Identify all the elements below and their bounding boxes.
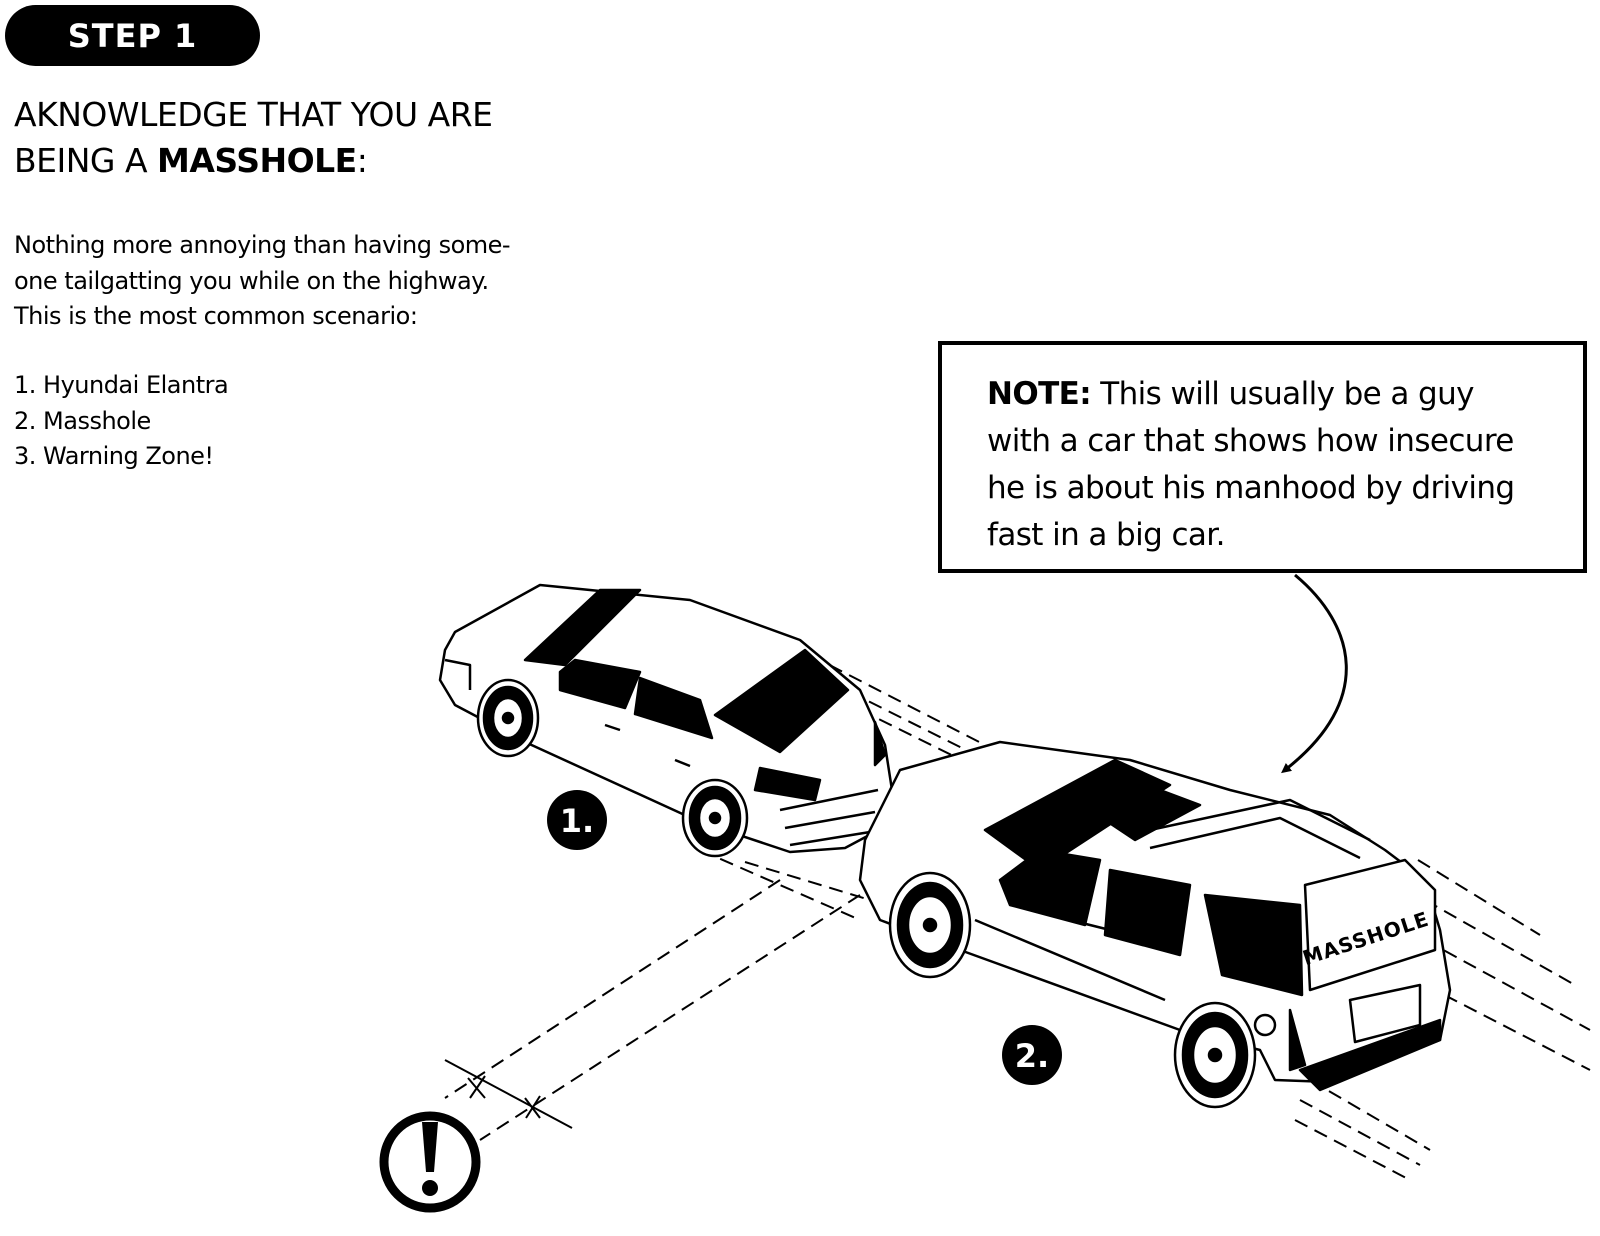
- note-label: NOTE:: [987, 376, 1092, 412]
- note-text-1: This will usually be a guy: [1091, 376, 1474, 412]
- car-1-marker: 1.: [547, 790, 607, 850]
- lane-lines: [444, 654, 1591, 1181]
- exclamation-circle-icon: [379, 1111, 481, 1213]
- headline-prefix: BEING A: [14, 141, 158, 180]
- sedan-car: [438, 583, 894, 858]
- legend-list: 1. Hyundai Elantra 2. Masshole 3. Warnin…: [14, 368, 229, 475]
- bracket-line: [444, 1059, 573, 1129]
- step-label: STEP 1: [67, 16, 198, 55]
- note-line-3: he is about his manhood by driving: [987, 470, 1515, 506]
- headline-emphasis: MASSHOLE: [157, 141, 357, 180]
- note-box: NOTE: This will usually be a guy with a …: [938, 341, 1587, 573]
- lane-line: [1424, 899, 1576, 986]
- intro-line-2: one tailgatting you while on the highway…: [14, 266, 489, 295]
- headline-line-2: BEING A MASSHOLE:: [14, 138, 654, 184]
- lane-line: [699, 849, 861, 921]
- legend-item-2: 2. Masshole: [14, 406, 151, 435]
- headline-suffix: :: [356, 141, 368, 180]
- warning-zone-line: [479, 894, 861, 1141]
- legend-item-3: 3. Warning Zone!: [14, 442, 214, 470]
- intro-paragraph: Nothing more annoying than having some- …: [14, 228, 634, 335]
- legend-item-1: 1. Hyundai Elantra: [14, 371, 229, 399]
- warning-zone-line: [444, 879, 781, 1099]
- lane-line: [1424, 984, 1591, 1071]
- warning-zone-bracket: [444, 1059, 573, 1129]
- lane-line: [1309, 1079, 1431, 1151]
- lane-line: [1299, 1099, 1421, 1166]
- headline-line-1: AKNOWLEDGE THAT YOU ARE: [14, 95, 493, 134]
- lane-line: [809, 654, 986, 746]
- car-1-marker-label: 1.: [560, 802, 594, 840]
- intro-line-1: Nothing more annoying than having some-: [14, 231, 511, 259]
- bracket-tick: [525, 1095, 541, 1119]
- step-badge: STEP 1: [5, 5, 260, 66]
- note-line-1: NOTE: This will usually be a guy: [987, 371, 1563, 418]
- suv-car: MASSHOLE: [858, 740, 1452, 1109]
- car-2-marker-label: 2.: [1015, 1037, 1049, 1075]
- lane-line: [744, 861, 871, 901]
- note-line-4: fast in a big car.: [987, 517, 1225, 553]
- curved-arrow-icon: [1281, 573, 1348, 774]
- intro-line-3: This is the most common scenario:: [14, 302, 418, 330]
- lane-line: [1424, 939, 1591, 1031]
- headline: AKNOWLEDGE THAT YOU ARE BEING A MASSHOLE…: [14, 92, 654, 184]
- bracket-tick: [469, 1075, 486, 1099]
- note-line-2: with a car that shows how insecure: [987, 423, 1514, 459]
- lane-line: [1417, 859, 1541, 936]
- car-2-marker: 2.: [1002, 1025, 1062, 1085]
